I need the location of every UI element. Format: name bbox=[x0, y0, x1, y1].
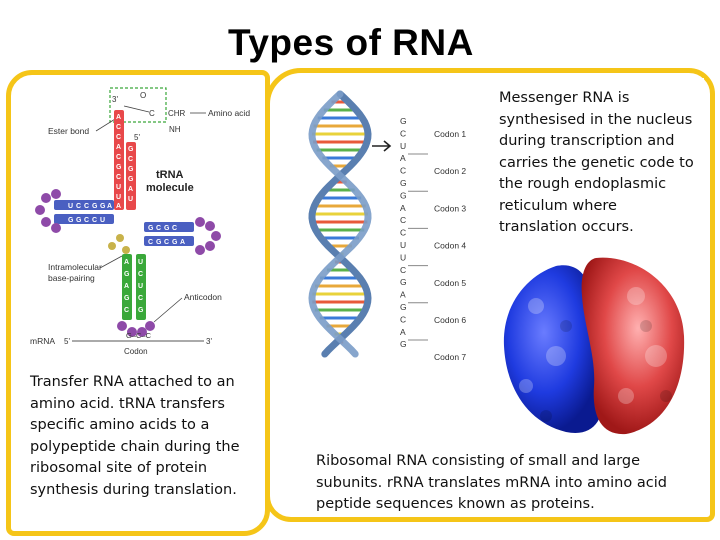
codon-label: Codon 5 bbox=[434, 278, 466, 288]
amino-acid-label: Amino acid bbox=[208, 108, 250, 118]
intramolecular-label-1: Intramolecular bbox=[48, 262, 102, 272]
svg-text:A: A bbox=[180, 239, 185, 246]
svg-text:C: C bbox=[156, 225, 161, 232]
arrow-icon bbox=[372, 141, 390, 151]
svg-text:A: A bbox=[124, 259, 129, 266]
svg-text:G: G bbox=[128, 176, 134, 183]
svg-text:G: G bbox=[128, 166, 134, 173]
chr-label: CHR bbox=[168, 109, 186, 118]
base-letter: C bbox=[400, 265, 406, 275]
rrna-caption: Ribosomal RNA consisting of small and la… bbox=[316, 451, 702, 516]
svg-text:G: G bbox=[124, 271, 130, 278]
codon-bases: G–C–C bbox=[126, 331, 152, 340]
intramolecular-label-2: base-pairing bbox=[48, 273, 95, 283]
svg-text:C: C bbox=[172, 225, 177, 232]
base-letter: U bbox=[400, 240, 406, 250]
base-letter: G bbox=[400, 178, 407, 188]
svg-text:G: G bbox=[116, 164, 122, 171]
trna-label-line1: tRNA bbox=[156, 169, 184, 181]
codon-label: Codon 4 bbox=[434, 241, 466, 251]
svg-text:G: G bbox=[92, 203, 98, 210]
svg-text:C: C bbox=[116, 124, 121, 131]
svg-text:U: U bbox=[116, 194, 121, 201]
codon-label: Codon 6 bbox=[434, 315, 466, 325]
svg-text:A: A bbox=[107, 203, 112, 210]
trna-caption: Transfer RNA attached to an amino acid. … bbox=[30, 372, 252, 501]
svg-text:U: U bbox=[100, 217, 105, 224]
mrna-3-label: 3' bbox=[206, 337, 212, 346]
svg-text:G: G bbox=[68, 217, 74, 224]
svg-text:U: U bbox=[138, 283, 143, 290]
svg-text:G: G bbox=[164, 225, 170, 232]
svg-text:U: U bbox=[138, 259, 143, 266]
base-letter: C bbox=[400, 228, 406, 238]
svg-text:A: A bbox=[124, 283, 129, 290]
svg-text:C: C bbox=[148, 239, 153, 246]
svg-text:C: C bbox=[138, 295, 143, 302]
svg-text:A: A bbox=[128, 186, 133, 193]
svg-text:C: C bbox=[116, 154, 121, 161]
svg-text:C: C bbox=[116, 134, 121, 141]
base-letter: C bbox=[400, 314, 406, 324]
base-letter: G bbox=[400, 302, 407, 312]
svg-text:C: C bbox=[116, 174, 121, 181]
mrna-label: mRNA bbox=[30, 336, 55, 346]
codon-label: Codon 3 bbox=[434, 203, 466, 213]
svg-text:C: C bbox=[128, 156, 133, 163]
svg-text:U: U bbox=[116, 184, 121, 191]
svg-text:G: G bbox=[124, 295, 130, 302]
svg-text:C: C bbox=[149, 109, 155, 118]
base-letter: C bbox=[400, 128, 406, 138]
svg-text:G: G bbox=[148, 225, 154, 232]
svg-text:A: A bbox=[116, 114, 121, 121]
svg-text:G: G bbox=[156, 239, 162, 246]
base-letter: A bbox=[400, 290, 406, 300]
svg-text:C: C bbox=[164, 239, 169, 246]
trna-label-line2: molecule bbox=[146, 182, 194, 194]
codon-label: Codon bbox=[124, 347, 148, 356]
base-letter: G bbox=[400, 277, 407, 287]
codon-label: Codon 1 bbox=[434, 129, 466, 139]
base-letter: U bbox=[400, 252, 406, 262]
svg-text:C: C bbox=[76, 203, 81, 210]
base-letter: A bbox=[400, 153, 406, 163]
svg-text:G: G bbox=[100, 203, 106, 210]
svg-text:A: A bbox=[116, 144, 121, 151]
page-title: Types of RNA bbox=[228, 22, 474, 64]
svg-text:U: U bbox=[68, 203, 73, 210]
svg-text:G: G bbox=[128, 146, 134, 153]
base-letter: C bbox=[400, 166, 406, 176]
svg-text:G: G bbox=[76, 217, 82, 224]
mrna-caption: Messenger RNA is synthesised in the nucl… bbox=[499, 88, 697, 239]
base-letter: G bbox=[400, 339, 407, 349]
svg-text:G: G bbox=[172, 239, 178, 246]
base-letter: A bbox=[400, 203, 406, 213]
base-letter: G bbox=[400, 190, 407, 200]
svg-text:C: C bbox=[92, 217, 97, 224]
codon-label: Codon 2 bbox=[434, 166, 466, 176]
svg-text:O: O bbox=[140, 91, 146, 100]
anticodon-label: Anticodon bbox=[184, 292, 222, 302]
trna-diagram: 3' O C CHR NH Amino acid Ester bond 5' A… bbox=[28, 86, 264, 358]
svg-text:C: C bbox=[138, 271, 143, 278]
base-letter: U bbox=[400, 141, 406, 151]
svg-text:C: C bbox=[84, 217, 89, 224]
ester-bond-label: Ester bond bbox=[48, 126, 89, 136]
codon-label: Codon 7 bbox=[434, 352, 466, 360]
label-5prime: 5' bbox=[134, 133, 140, 142]
base-letter: A bbox=[400, 327, 406, 337]
svg-text:C: C bbox=[124, 307, 129, 314]
svg-text:G: G bbox=[138, 307, 144, 314]
nh-label: NH bbox=[169, 125, 181, 134]
svg-text:U: U bbox=[128, 196, 133, 203]
svg-text:C: C bbox=[84, 203, 89, 210]
label-3prime: 3' bbox=[112, 95, 118, 104]
svg-text:A: A bbox=[116, 203, 121, 210]
mrna-5-label: 5' bbox=[64, 337, 70, 346]
base-letter: G bbox=[400, 116, 407, 126]
base-letter: C bbox=[400, 215, 406, 225]
ribosome-image bbox=[496, 246, 692, 442]
